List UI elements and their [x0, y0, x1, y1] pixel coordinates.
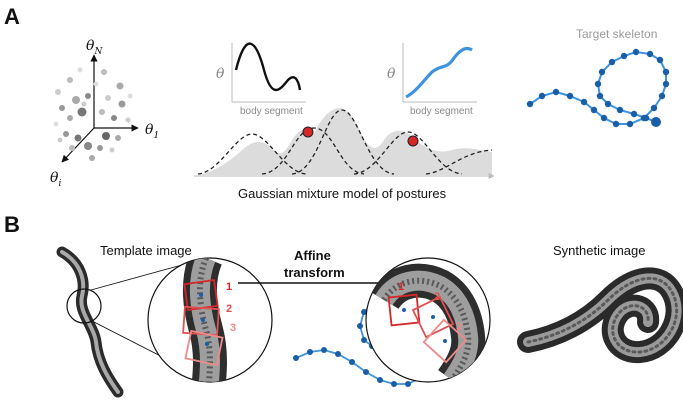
- segment-label-left-3: 3: [230, 322, 236, 334]
- panel-letter-b: B: [4, 212, 20, 237]
- inset-plot-blue: [402, 43, 477, 103]
- inset-plot-black-ylabel: θ: [216, 66, 225, 82]
- affine-label-line2: transform: [284, 265, 345, 280]
- gmm-plot: [194, 108, 495, 179]
- zoom-source-circle: [66, 288, 102, 324]
- posture-space-axes: [61, 54, 139, 163]
- posture-points: [53, 67, 133, 161]
- theta-i-label: θi: [50, 170, 61, 189]
- inset-plot-blue-ylabel: θ: [387, 66, 396, 82]
- gmm-caption: Gaussian mixture model of postures: [238, 186, 447, 201]
- segment-label-right-3: 3: [456, 321, 462, 333]
- segment-label-left-1: 1: [226, 281, 232, 293]
- sample-point-2: [407, 135, 419, 147]
- inset-plot-black-xlabel: body segment: [240, 106, 303, 117]
- segment-label-right-2: 2: [434, 291, 440, 303]
- inset-plot-blue-xlabel: body segment: [410, 106, 473, 117]
- gaussian-4: [353, 131, 463, 175]
- synthetic-worm: [517, 267, 683, 363]
- target-skeleton-label: Target skeleton: [576, 27, 657, 41]
- panel-letter-a: A: [4, 4, 20, 29]
- segment-label-left-2: 2: [226, 303, 232, 315]
- gaussian-5: [425, 149, 493, 175]
- theta-n-label: θN: [86, 38, 103, 57]
- gaussian-2: [261, 127, 365, 175]
- theta-1-label: θ1: [145, 122, 159, 141]
- gaussian-3: [291, 109, 395, 175]
- target-skeleton: [526, 48, 670, 128]
- segment-label-right-1: 1: [398, 281, 404, 293]
- template-worm: [56, 246, 124, 398]
- sample-point-1: [302, 126, 314, 138]
- synthetic-image-label: Synthetic image: [553, 243, 646, 258]
- template-image-label: Template image: [100, 243, 192, 258]
- gmm-data-density: [198, 108, 492, 175]
- inset-plot-black: [231, 42, 306, 103]
- zoom-circle-template: [147, 257, 273, 383]
- affine-label-line1: Affine: [294, 248, 331, 263]
- zoom-circle-transformed: [365, 257, 491, 383]
